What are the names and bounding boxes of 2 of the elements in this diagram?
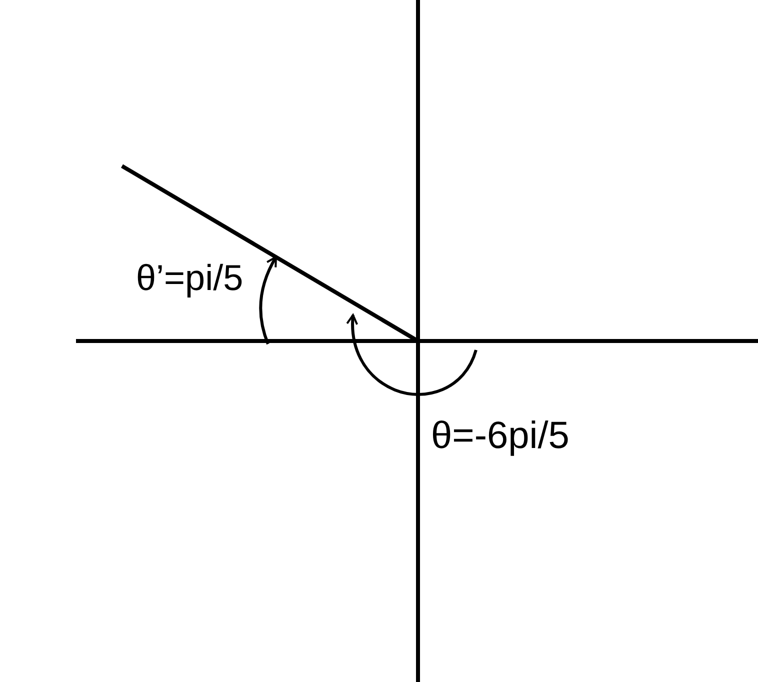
angle-label: θ’=pi/5 — [136, 260, 244, 296]
angle-label: θ=-6pi/5 — [431, 417, 570, 455]
